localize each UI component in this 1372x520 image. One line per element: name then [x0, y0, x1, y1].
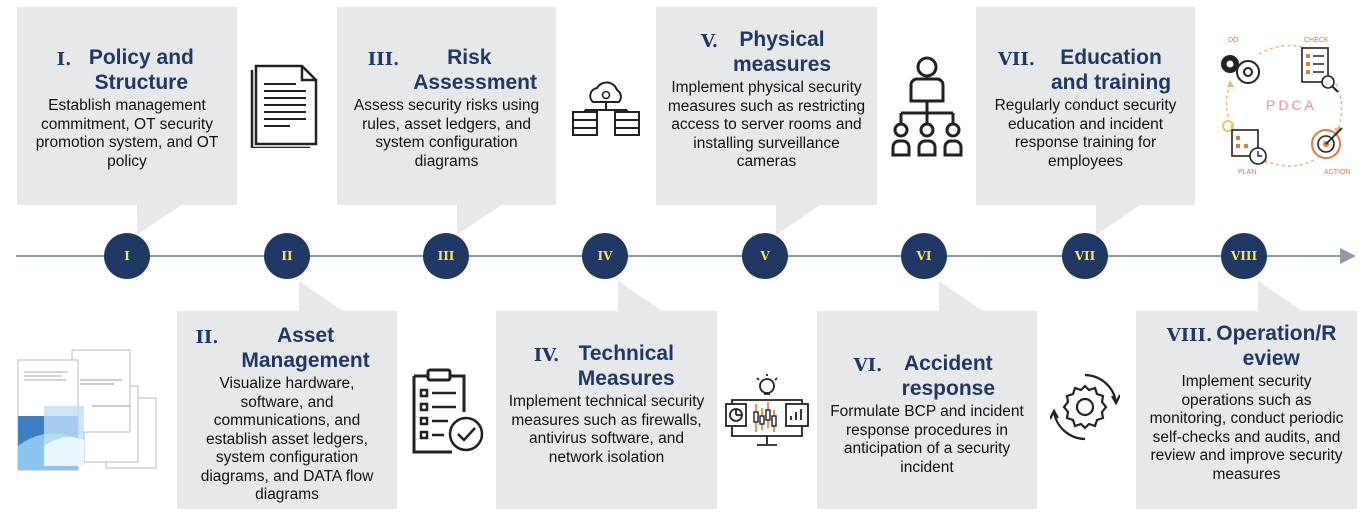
cloud-server-icon	[572, 81, 640, 136]
step-7-description: Regularly conduct security education and…	[994, 97, 1177, 170]
step-4-numeral: IV.	[533, 345, 560, 366]
pdca-center-label: PDCA	[1266, 97, 1317, 113]
gear-cycle-icon	[1050, 373, 1120, 441]
step-7-numeral: VII.	[997, 49, 1036, 70]
step-7-title: Education and training	[1050, 46, 1172, 94]
step-4-callout-tail	[618, 281, 662, 311]
target-icon	[1311, 127, 1343, 159]
step-6-numeral: VI.	[853, 355, 883, 376]
node-6: VI	[901, 233, 947, 279]
step-2-callout-tail	[299, 281, 343, 311]
step-8-box: VIII. Operation/R eview Implement securi…	[1136, 281, 1357, 509]
step-3-numeral: III.	[367, 49, 400, 70]
step-1-heading: I. Policy and Structure	[17, 45, 237, 95]
clipboard-check-icon	[412, 368, 484, 454]
step-8-numeral: VIII.	[1166, 325, 1213, 346]
pdca-do-label: DO	[1228, 37, 1239, 44]
node-4: IV	[582, 233, 628, 279]
step-3-title: Risk Assessment	[413, 46, 537, 94]
step-5-title: Physical measures	[733, 28, 832, 76]
checklist-icon	[1301, 47, 1339, 93]
document-icon	[250, 64, 318, 148]
node-5: V	[742, 233, 788, 279]
step-1-description: Establish management commitment, OT secu…	[35, 97, 219, 170]
org-chart-icon	[891, 56, 963, 157]
calendar-icon	[1222, 120, 1267, 165]
step-4-description: Implement technical security measures su…	[508, 393, 705, 466]
step-4-box: IV. Technical Measures Implement technic…	[496, 281, 717, 509]
step-2-description: Visualize hardware, software, and commun…	[200, 375, 374, 503]
node-3: III	[423, 233, 469, 279]
gear-icon	[1221, 55, 1260, 84]
step-6-title: Accident response	[901, 352, 996, 400]
step-4-heading: IV. Technical Measures	[496, 341, 717, 391]
step-6-heading: VI. Accident response	[817, 351, 1037, 401]
step-2-heading: II. Asset Management	[177, 323, 397, 373]
step-5-description: Implement physical security measures suc…	[667, 79, 866, 170]
step-5-numeral: V.	[700, 31, 719, 52]
step-5-heading: V. Physical measures	[656, 27, 877, 77]
step-6-box: VI. Accident response Formulate BCP and …	[817, 281, 1037, 509]
step-1-box: I. Policy and Structure Establish manage…	[17, 7, 237, 235]
pdca-plan-label: PLAN	[1238, 169, 1256, 176]
report-covers-image	[17, 349, 157, 471]
node-7: VII	[1062, 233, 1108, 279]
step-8-title: Operation/R eview	[1216, 322, 1337, 370]
step-6-callout-tail	[939, 281, 983, 311]
timeline-arrowhead	[1340, 248, 1356, 264]
step-1-callout-tail	[137, 205, 181, 235]
pdca-action-label: ACTION	[1324, 169, 1350, 176]
pdca-check-label: CHECK	[1304, 37, 1329, 44]
step-2-title: Asset Management	[241, 324, 370, 372]
step-3-description: Assess security risks using rules, asset…	[353, 97, 540, 170]
step-5-callout-tail	[776, 205, 820, 235]
step-8-heading: VIII. Operation/R eview	[1136, 321, 1357, 371]
analytics-icon	[725, 374, 809, 446]
step-3-box: III. Risk Assessment Assess security ris…	[337, 7, 556, 235]
step-5-box: V. Physical measures Implement physical …	[656, 7, 877, 235]
node-8: VIII	[1221, 233, 1267, 279]
step-1-title: Policy and Structure	[88, 46, 194, 94]
step-7-heading: VII. Education and training	[976, 45, 1195, 95]
step-7-callout-tail	[1096, 205, 1140, 235]
step-2-numeral: II.	[195, 327, 219, 348]
step-8-description: Implement security operations such as mo…	[1149, 373, 1344, 483]
node-2: II	[264, 233, 310, 279]
step-8-callout-tail	[1258, 281, 1302, 311]
step-1-numeral: I.	[56, 49, 72, 70]
step-6-description: Formulate BCP and incident response proc…	[830, 403, 1024, 476]
pdca-cycle-icon: DO CHECK PLAN ACTION PDCA	[1221, 37, 1350, 176]
step-4-title: Technical Measures	[577, 342, 675, 390]
step-3-heading: III. Risk Assessment	[337, 45, 556, 95]
node-1: I	[104, 233, 150, 279]
timeline-line	[16, 255, 1342, 257]
step-2-box: II. Asset Management Visualize hardware,…	[177, 281, 397, 509]
step-7-box: VII. Education and training Regularly co…	[976, 7, 1195, 235]
step-3-callout-tail	[457, 205, 501, 235]
